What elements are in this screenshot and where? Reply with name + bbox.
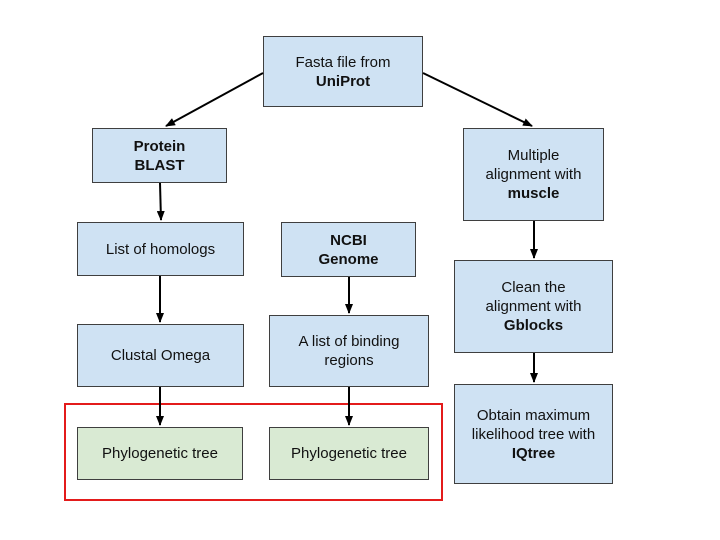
fasta-line1: Fasta file from (295, 53, 391, 71)
iqtree-line3: IQtree (511, 444, 556, 462)
ncbi-line1: NCBI (330, 231, 367, 249)
gblocks-line2: alignment with (485, 298, 582, 315)
ncbi-node: NCBI Genome (281, 222, 416, 277)
iqtree-node: Obtain maximum likelihood tree with IQtr… (454, 384, 613, 484)
highlight-box (64, 403, 443, 501)
tree-mid-label: Phylogenetic tree (291, 445, 407, 462)
gblocks-node: Clean the alignment with Gblocks (454, 260, 613, 353)
blast-node: Protein BLAST (92, 128, 227, 183)
muscle-node: Multiple alignment with muscle (463, 128, 604, 221)
tree-mid-node: Phylogenetic tree (269, 427, 429, 480)
ncbi-line2: Genome (318, 250, 379, 268)
homologs-node: List of homologs (77, 222, 244, 276)
iqtree-line2: likelihood tree with (471, 425, 596, 443)
gblocks-line3: Gblocks (503, 317, 564, 334)
binding-line2: regions (324, 352, 374, 369)
tree-left-label: Phylogenetic tree (102, 445, 218, 462)
arrow-fasta-to-blast (165, 72, 264, 127)
binding-node: A list of binding regions (269, 315, 429, 387)
binding-line1: A list of binding (298, 333, 400, 350)
clustal-node: Clustal Omega (77, 324, 244, 387)
clustal-label: Clustal Omega (110, 347, 211, 364)
fasta-line2: UniProt (315, 72, 371, 90)
muscle-line2: alignment with (485, 166, 582, 183)
gblocks-line1: Clean the (501, 279, 566, 296)
muscle-line3: muscle (507, 185, 560, 202)
muscle-line1: Multiple (507, 147, 560, 164)
iqtree-line1: Obtain maximum (476, 406, 591, 424)
tree-left-node: Phylogenetic tree (77, 427, 243, 480)
arrow-fasta-to-muscle (422, 72, 533, 127)
blast-line2: BLAST (134, 156, 185, 174)
fasta-node: Fasta file from UniProt (263, 36, 423, 107)
blast-line1: Protein (133, 137, 186, 155)
homologs-label: List of homologs (105, 240, 216, 258)
arrow-blast-to-homologs (156, 182, 165, 221)
